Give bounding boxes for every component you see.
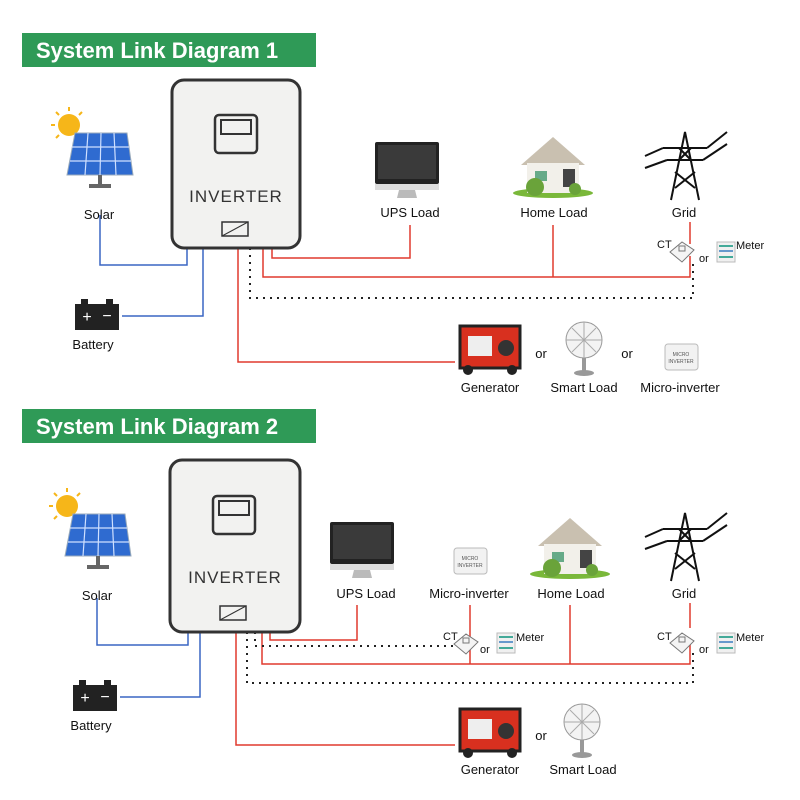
generator-icon <box>458 324 522 377</box>
inverter-symbol-icon <box>221 221 249 237</box>
grid-label: Grid <box>672 205 697 220</box>
diagram-2-title: System Link Diagram 2 <box>36 414 278 439</box>
micro-inverter-icon: MICRO INVERTER <box>453 547 488 575</box>
generator-line <box>235 632 455 746</box>
solar-dc-line <box>96 598 189 646</box>
diagram-1: System Link Diagram 1 INVERTER Solar Bat… <box>22 33 764 395</box>
home-load-label: Home Load <box>520 205 587 220</box>
or-label: or <box>480 644 490 656</box>
micro-inverter-label: Micro-inverter <box>429 586 509 601</box>
ups-load-label: UPS Load <box>336 586 395 601</box>
grid-tower-icon <box>644 512 728 582</box>
ups-load-label: UPS Load <box>380 205 439 220</box>
micro-ct-comm-line <box>254 632 455 647</box>
or-label: or <box>535 346 547 361</box>
svg-text:INVERTER: INVERTER <box>457 563 483 569</box>
inverter-label: INVERTER <box>189 187 283 206</box>
ct-label: CT <box>443 631 458 643</box>
solar-dc-line <box>99 215 188 266</box>
battery-icon <box>73 680 117 711</box>
diagram-1-title-bar <box>22 33 316 67</box>
diagram-2: System Link Diagram 2 INVERTER Solar Bat… <box>22 409 764 777</box>
battery-label: Battery <box>70 718 112 733</box>
ups-load-line <box>271 225 411 259</box>
grid-tower-icon <box>644 131 728 201</box>
grid-ct-comm-line <box>246 632 694 684</box>
meter-icon <box>716 241 736 263</box>
solar-panel-icon <box>48 487 132 570</box>
generator-label: Generator <box>461 762 520 777</box>
smart-load-label: Smart Load <box>549 762 616 777</box>
meter-label: Meter <box>736 240 764 252</box>
battery-label: Battery <box>72 337 114 352</box>
inverter: INVERTER <box>170 78 302 250</box>
solar-panel-icon <box>50 106 134 189</box>
solar-label: Solar <box>82 588 113 603</box>
solar-label: Solar <box>84 207 115 222</box>
meter-label: Meter <box>736 632 764 644</box>
micro-inverter-label: Micro-inverter <box>640 380 720 395</box>
battery-dc-line <box>122 248 204 317</box>
svg-text:INVERTER: INVERTER <box>668 359 694 365</box>
battery-dc-line <box>120 632 201 698</box>
smart-load-fan-icon <box>565 321 603 377</box>
grid-line <box>261 632 691 665</box>
inverter-display-icon <box>211 494 257 536</box>
inverter-display-icon <box>213 113 259 155</box>
generator-label: Generator <box>461 380 520 395</box>
diagram-1-title: System Link Diagram 1 <box>36 38 278 63</box>
or-label: or <box>699 253 709 265</box>
or-label: or <box>699 644 709 656</box>
meter-icon <box>716 632 736 654</box>
diagram-2-title-bar <box>22 409 316 443</box>
svg-text:MICRO: MICRO <box>462 556 479 562</box>
home-load-house-icon <box>530 518 610 579</box>
or-label: or <box>535 728 547 743</box>
home-load-house-icon <box>513 137 593 198</box>
ct-comm-line <box>249 248 694 299</box>
generator-icon <box>458 707 522 760</box>
inverter-symbol-icon <box>219 605 247 621</box>
home-load-label: Home Load <box>537 586 604 601</box>
meter-label: Meter <box>516 632 544 644</box>
ups-load-line <box>269 605 358 641</box>
or-label: or <box>621 346 633 361</box>
generator-line <box>237 248 455 363</box>
ups-load-monitor-icon <box>330 522 394 578</box>
svg-text:MICRO: MICRO <box>673 352 690 358</box>
grid-label: Grid <box>672 586 697 601</box>
smart-load-label: Smart Load <box>550 380 617 395</box>
ups-load-monitor-icon <box>375 142 439 198</box>
inverter-label: INVERTER <box>188 568 282 587</box>
inverter: INVERTER <box>168 458 302 634</box>
grid-line <box>262 248 691 278</box>
smart-load-fan-icon <box>563 703 601 759</box>
ct-label: CT <box>657 631 672 643</box>
meter-icon <box>496 632 516 654</box>
micro-inverter-icon: MICRO INVERTER <box>664 343 699 371</box>
ct-label: CT <box>657 239 672 251</box>
battery-icon <box>75 299 119 330</box>
